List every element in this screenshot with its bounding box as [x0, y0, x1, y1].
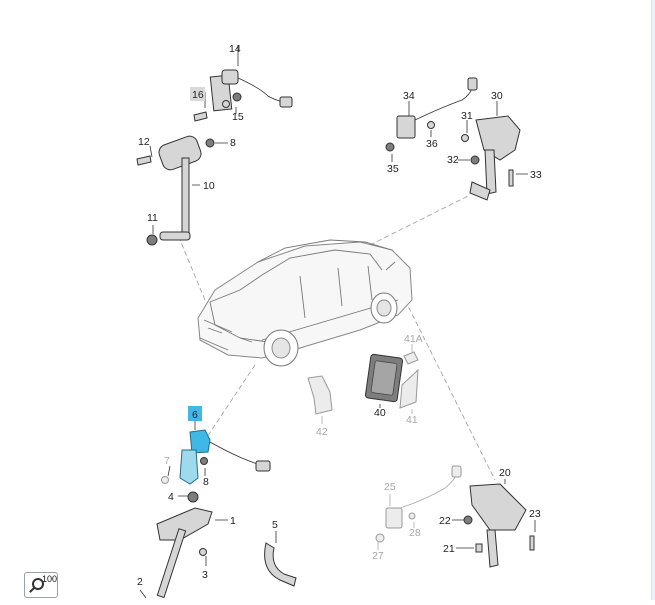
callout-28: 28 [409, 527, 421, 539]
zoom-search-icon [32, 578, 44, 590]
callout-8-bottom: 8 [203, 476, 209, 488]
callout-21: 21 [443, 543, 455, 555]
callout-22: 22 [439, 515, 451, 527]
car-illustration [197, 239, 413, 367]
callout-12: 12 [138, 136, 150, 148]
callout-30: 30 [491, 90, 503, 102]
callout-20: 20 [499, 467, 511, 479]
control-module-group [307, 344, 419, 424]
callout-1: 1 [230, 515, 236, 527]
callout-14: 14 [229, 43, 241, 55]
reference-lines [179, 194, 496, 481]
callout-25: 25 [384, 481, 396, 493]
callout-4: 4 [168, 491, 174, 503]
callout-40: 40 [374, 407, 386, 419]
callout-27: 27 [372, 550, 384, 562]
callout-10: 10 [203, 180, 215, 192]
callout-7: 7 [164, 455, 170, 467]
callout-6: 6 [192, 409, 198, 421]
callout-23: 23 [529, 508, 541, 520]
callout-3: 3 [202, 569, 208, 581]
callout-16: 16 [192, 89, 204, 101]
zoom-button[interactable]: 100 [24, 572, 58, 598]
callout-42: 42 [316, 426, 328, 438]
callout-36: 36 [426, 138, 438, 150]
callout-41: 41 [406, 414, 418, 426]
callout-31: 31 [461, 110, 473, 122]
sensor-front-assembly-group [139, 420, 297, 599]
zoom-level: 100 [42, 574, 58, 584]
callout-6-highlight [188, 406, 202, 421]
callout-2: 2 [137, 576, 143, 588]
callout-33: 33 [530, 169, 542, 181]
callout-32: 32 [447, 154, 459, 166]
callout-16-badge [190, 87, 205, 101]
callout-15: 15 [232, 111, 244, 123]
callout-8-top: 8 [230, 137, 236, 149]
callout-41a: 41A [404, 333, 423, 345]
callout-34: 34 [403, 90, 415, 102]
callout-labels: 14 16 15 12 8 10 11 34 30 31 36 32 35 33… [137, 43, 542, 588]
sensor-rear-right-group [385, 77, 528, 201]
sensor-rear-assembly-group [375, 465, 536, 568]
callout-11: 11 [147, 212, 158, 224]
sensor-front-left-group [136, 45, 293, 246]
right-edge-scrollbar[interactable] [651, 0, 655, 600]
callout-35: 35 [387, 163, 399, 175]
callout-5: 5 [272, 519, 278, 531]
